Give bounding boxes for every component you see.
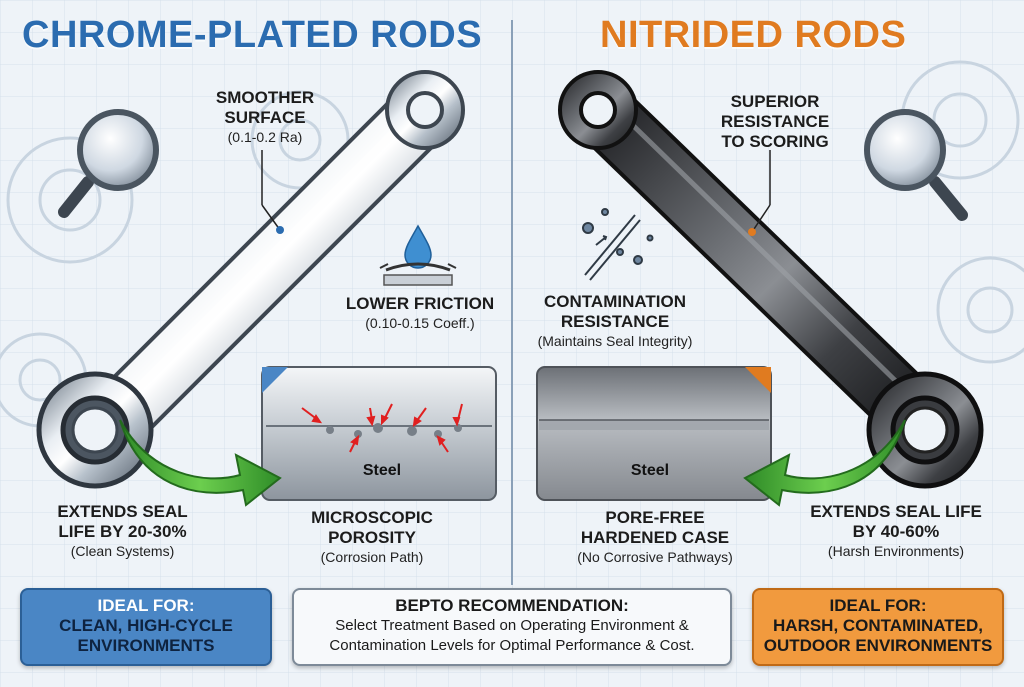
- right-seal-life-label: EXTENDS SEAL LIFE BY 40-60% (Harsh Envir…: [796, 502, 996, 560]
- case-heading-line1: PORE-FREE: [605, 508, 705, 527]
- curved-arrow-icon: [119, 419, 282, 507]
- water-droplet-icon: [379, 224, 457, 286]
- surface-value: (0.1-0.2 Ra): [227, 129, 303, 145]
- nitrided-rod-illustration: [558, 70, 984, 489]
- scoring-heading-line3: TO SCORING: [721, 132, 829, 151]
- right-ideal-for-box: IDEAL FOR: HARSH, CONTAMINATED, OUTDOOR …: [752, 588, 1004, 666]
- right-ideal-line2: HARSH, CONTAMINATED,: [773, 616, 983, 635]
- surface-heading-line2: SURFACE: [224, 108, 306, 127]
- left-title: CHROME-PLATED RODS: [22, 14, 483, 56]
- contam-heading-line2: RESISTANCE: [560, 312, 670, 331]
- porosity-cross-section: [261, 366, 497, 501]
- curved-arrow-icon: [743, 419, 906, 507]
- hardened-case-label: PORE-FREE HARDENED CASE (No Corrosive Pa…: [555, 508, 755, 566]
- right-seal-note: (Harsh Environments): [827, 543, 965, 559]
- contam-note: (Maintains Seal Integrity): [537, 333, 693, 349]
- left-seal-heading-line1: EXTENDS SEAL: [57, 502, 188, 521]
- left-ideal-line3: ENVIRONMENTS: [77, 636, 215, 655]
- recommendation-line1: Select Treatment Based on Operating Envi…: [335, 617, 689, 634]
- right-seal-heading-line2: BY 40-60%: [852, 522, 940, 541]
- porosity-heading-line1: MICROSCOPIC: [311, 508, 433, 527]
- left-ideal-line2: CLEAN, HIGH-CYCLE: [59, 616, 233, 635]
- contamination-icon: [582, 208, 654, 281]
- contam-heading-line1: CONTAMINATION: [544, 292, 686, 311]
- left-seal-life-label: EXTENDS SEAL LIFE BY 20-30% (Clean Syste…: [30, 502, 215, 560]
- scoring-heading-line1: SUPERIOR: [730, 92, 820, 111]
- recommendation-box: BEPTO RECOMMENDATION: Select Treatment B…: [292, 588, 732, 666]
- magnifier-icon: [58, 109, 159, 218]
- contamination-label: CONTAMINATION RESISTANCE (Maintains Seal…: [520, 292, 710, 350]
- recommendation-line2: Contamination Levels for Optimal Perform…: [329, 637, 695, 654]
- smoother-surface-label: SMOOTHER SURFACE (0.1-0.2 Ra): [195, 88, 335, 146]
- surface-heading-line1: SMOOTHER: [215, 88, 315, 107]
- friction-heading: LOWER FRICTION: [345, 294, 495, 313]
- porosity-note: (Corrosion Path): [320, 549, 424, 565]
- magnifier-icon: [864, 109, 968, 221]
- left-steel-label: Steel: [362, 462, 402, 479]
- hardened-case-cross-section: [536, 366, 772, 501]
- scoring-resistance-label: SUPERIOR RESISTANCE TO SCORING: [700, 92, 850, 152]
- left-seal-heading-line2: LIFE BY 20-30%: [58, 522, 187, 541]
- right-title: NITRIDED RODS: [600, 14, 907, 56]
- friction-value: (0.10-0.15 Coeff.): [365, 315, 475, 331]
- right-seal-heading-line1: EXTENDS SEAL LIFE: [810, 502, 982, 521]
- lower-friction-label: LOWER FRICTION (0.10-0.15 Coeff.): [330, 294, 510, 332]
- right-ideal-line1: IDEAL FOR:: [829, 596, 927, 615]
- recommendation-heading: BEPTO RECOMMENDATION:: [395, 596, 629, 615]
- porosity-heading-line2: POROSITY: [328, 528, 416, 547]
- left-ideal-for-box: IDEAL FOR: CLEAN, HIGH-CYCLE ENVIRONMENT…: [20, 588, 272, 666]
- chrome-rod-illustration: [36, 70, 465, 489]
- scoring-heading-line2: RESISTANCE: [720, 112, 830, 131]
- left-ideal-line1: IDEAL FOR:: [97, 596, 195, 615]
- porosity-label: MICROSCOPIC POROSITY (Corrosion Path): [282, 508, 462, 566]
- case-heading-line2: HARDENED CASE: [580, 528, 730, 547]
- right-ideal-line3: OUTDOOR ENVIRONMENTS: [763, 636, 993, 655]
- case-note: (No Corrosive Pathways): [577, 549, 733, 565]
- right-steel-label: Steel: [630, 462, 670, 479]
- left-seal-note: (Clean Systems): [70, 543, 175, 559]
